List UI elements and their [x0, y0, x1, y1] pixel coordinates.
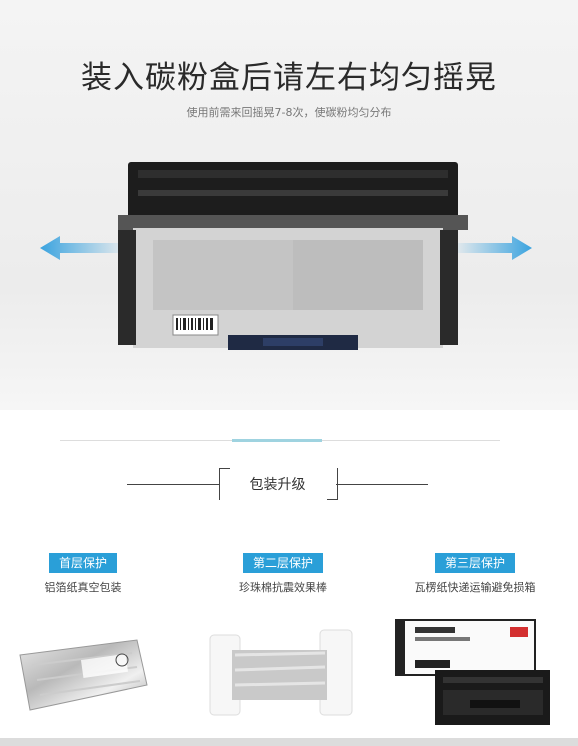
layer-3: 第三层保护 瓦楞纸快递运输避免损箱: [380, 552, 570, 595]
arrow-right-icon: [452, 236, 532, 260]
section-line-left: [127, 484, 219, 485]
divider-accent: [232, 439, 322, 442]
layer-1-badge: 首层保护: [48, 553, 117, 573]
layer-1: 首层保护 铝箔纸真空包装: [0, 552, 178, 595]
layer-2-badge: 第二层保护: [242, 553, 323, 573]
foam-wrap-image: [209, 629, 353, 716]
arrow-left-icon: [40, 236, 128, 260]
toner-cartridge-image: [118, 162, 468, 350]
layer-2-desc: 珍珠棉抗震效果棒: [239, 581, 327, 594]
hero-headline: 装入碳粉盒后请左右均匀摇晃: [81, 60, 497, 96]
shipping-box-image: [395, 619, 550, 725]
foil-package-image: [19, 639, 148, 711]
layer-3-desc: 瓦楞纸快递运输避免损箱: [414, 581, 536, 594]
hero-subline: 使用前需来回摇晃7-8次，使碳粉均匀分布: [186, 106, 392, 119]
layer-2: 第二层保护 珍珠棉抗震效果棒: [188, 552, 378, 595]
section-line-right: [336, 484, 428, 485]
layer-1-desc: 铝箔纸真空包装: [44, 581, 122, 594]
section-title-frame: [219, 468, 338, 500]
section-title: 包装升级: [249, 477, 306, 493]
layer-3-badge: 第三层保护: [434, 553, 515, 573]
bottom-strip: [0, 738, 578, 746]
